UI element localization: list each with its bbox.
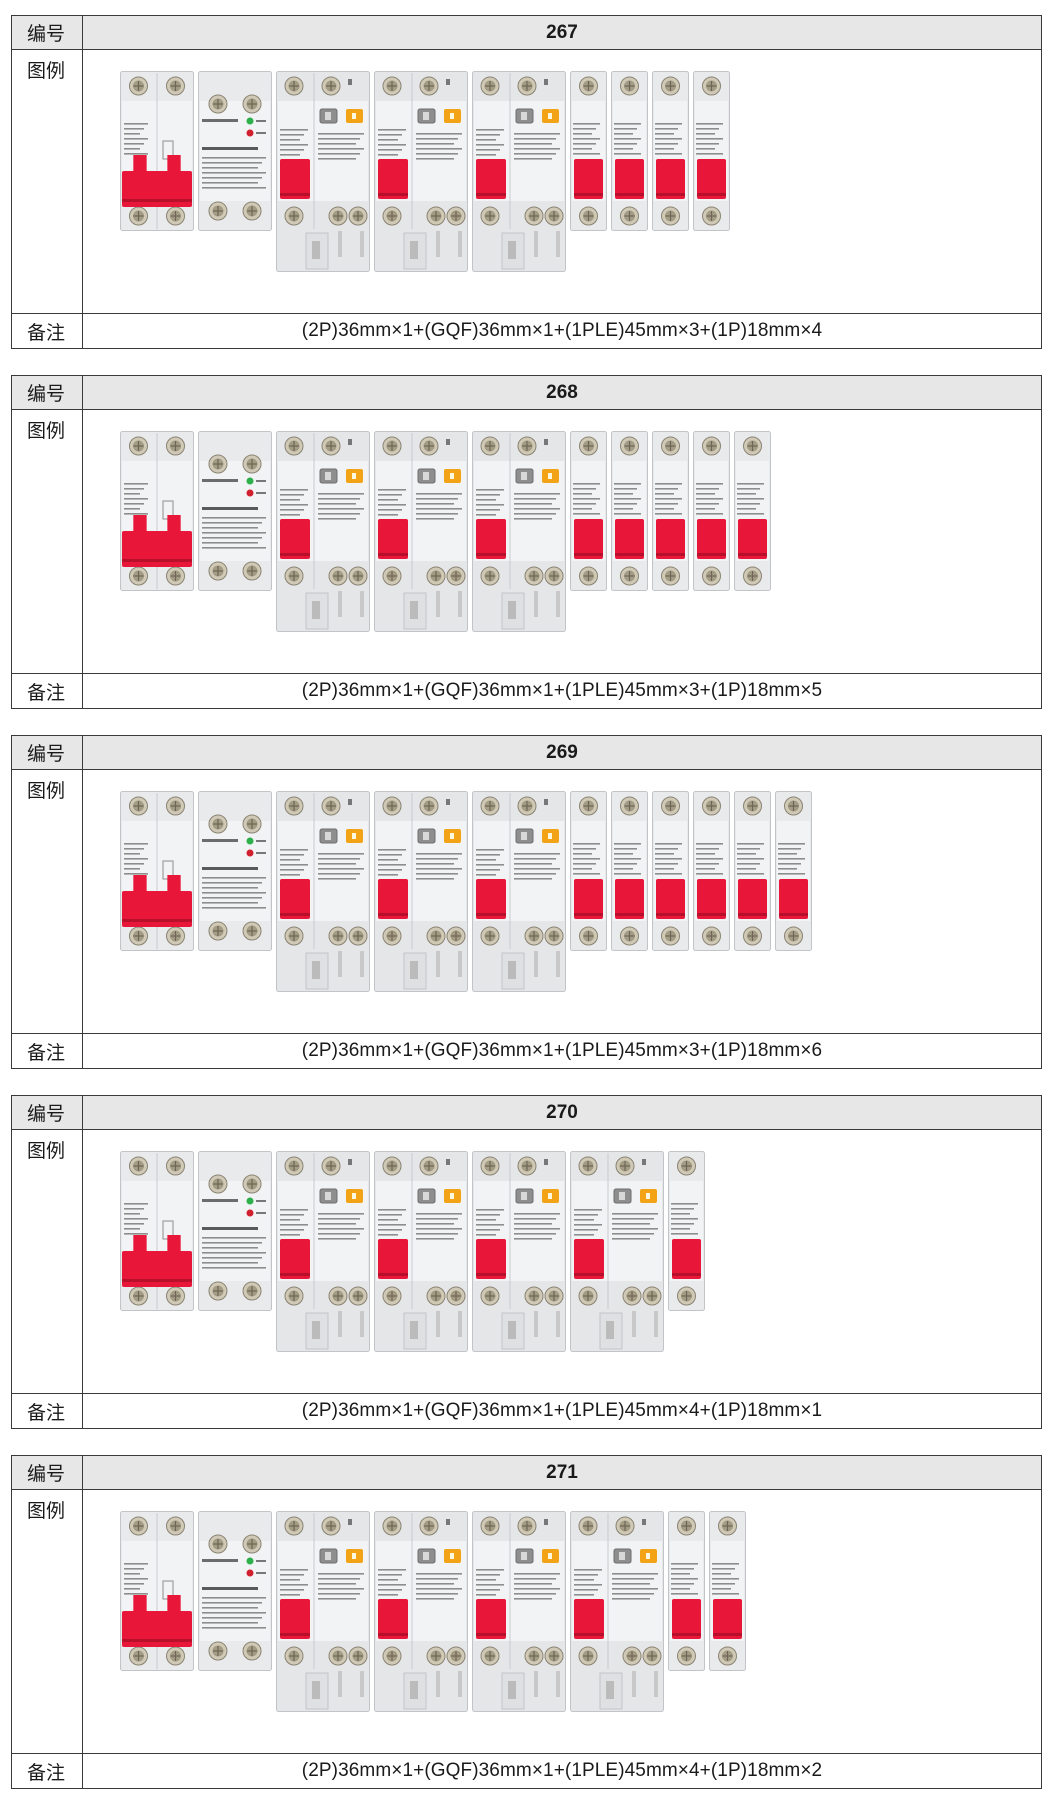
breaker-1p-module <box>668 1511 705 1671</box>
remark-text: (2P)36mm×1+(GQF)36mm×1+(1PLE)45mm×3+(1P)… <box>301 680 823 701</box>
breaker-1ple-module <box>472 1511 566 1713</box>
breaker-1p-module <box>693 71 730 231</box>
gqf-protector-module <box>198 431 272 591</box>
gqf-protector-module <box>198 791 272 951</box>
remark-text: (2P)36mm×1+(GQF)36mm×1+(1PLE)45mm×3+(1P)… <box>301 1040 823 1061</box>
number-label: 编号 <box>12 1096 83 1130</box>
breaker-1ple-module <box>472 791 566 993</box>
breaker-1ple-module <box>472 1151 566 1353</box>
breaker-1p-module <box>709 1511 746 1671</box>
number-label: 编号 <box>12 376 83 410</box>
spec-number: 268 <box>83 376 1041 410</box>
breaker-1p-module <box>693 431 730 591</box>
breaker-2p-module <box>120 71 194 231</box>
breaker-1ple-module <box>374 791 468 993</box>
breaker-1ple-module <box>276 1151 370 1353</box>
gqf-protector-module <box>198 71 272 231</box>
number-label: 编号 <box>12 736 83 770</box>
spec-table: 编号 271 图例 <box>11 1455 1042 1789</box>
figure-label: 图例 <box>12 1490 83 1754</box>
figure-cell <box>83 410 1041 674</box>
remark-label: 备注 <box>12 314 83 348</box>
spec-table: 编号 268 图例 <box>11 375 1042 709</box>
breaker-2p-module <box>120 431 194 591</box>
spec-table: 编号 270 图例 <box>11 1095 1042 1429</box>
breaker-1ple-module <box>374 431 468 633</box>
spec-number: 271 <box>83 1456 1041 1490</box>
breaker-1p-module <box>734 431 771 591</box>
breaker-2p-module <box>120 1511 194 1671</box>
gqf-protector-module <box>198 1511 272 1671</box>
spec-number: 269 <box>83 736 1041 770</box>
breaker-1ple-module <box>374 1151 468 1353</box>
breaker-1p-module <box>570 431 607 591</box>
breaker-1ple-module <box>276 1511 370 1713</box>
figure-cell <box>83 50 1041 314</box>
breaker-1p-module <box>611 431 648 591</box>
figure-cell <box>83 1490 1041 1754</box>
breaker-1ple-module <box>472 71 566 273</box>
breaker-1p-module <box>611 791 648 951</box>
breaker-1p-module <box>775 791 812 951</box>
figure-cell <box>83 770 1041 1034</box>
breaker-1ple-module <box>276 71 370 273</box>
breaker-1p-module <box>734 791 771 951</box>
figure-label: 图例 <box>12 50 83 314</box>
figure-label: 图例 <box>12 410 83 674</box>
breaker-1p-module <box>668 1151 705 1311</box>
figure-label: 图例 <box>12 770 83 1034</box>
breaker-2p-module <box>120 1151 194 1311</box>
spec-number: 270 <box>83 1096 1041 1130</box>
breaker-1p-module <box>693 791 730 951</box>
breaker-1ple-module <box>570 1151 664 1353</box>
breaker-2p-module <box>120 791 194 951</box>
spec-table: 编号 269 图例 <box>11 735 1042 1069</box>
breaker-1ple-module <box>374 1511 468 1713</box>
remark-label: 备注 <box>12 1394 83 1428</box>
remark-label: 备注 <box>12 1754 83 1788</box>
breaker-1p-module <box>652 431 689 591</box>
remark-text: (2P)36mm×1+(GQF)36mm×1+(1PLE)45mm×4+(1P)… <box>301 1400 823 1421</box>
breaker-1p-module <box>570 71 607 231</box>
number-label: 编号 <box>12 16 83 50</box>
breaker-1p-module <box>570 791 607 951</box>
breaker-1p-module <box>652 71 689 231</box>
breaker-1p-module <box>652 791 689 951</box>
remark-text: (2P)36mm×1+(GQF)36mm×1+(1PLE)45mm×3+(1P)… <box>301 320 823 341</box>
remark-text: (2P)36mm×1+(GQF)36mm×1+(1PLE)45mm×4+(1P)… <box>301 1760 823 1781</box>
figure-cell <box>83 1130 1041 1394</box>
breaker-1p-module <box>611 71 648 231</box>
gqf-protector-module <box>198 1151 272 1311</box>
breaker-1ple-module <box>472 431 566 633</box>
breaker-1ple-module <box>276 791 370 993</box>
number-label: 编号 <box>12 1456 83 1490</box>
spec-number: 267 <box>83 16 1041 50</box>
figure-label: 图例 <box>12 1130 83 1394</box>
remark-label: 备注 <box>12 674 83 708</box>
breaker-1ple-module <box>570 1511 664 1713</box>
remark-label: 备注 <box>12 1034 83 1068</box>
breaker-1ple-module <box>374 71 468 273</box>
breaker-1ple-module <box>276 431 370 633</box>
spec-table: 编号 267 图例 <box>11 15 1042 349</box>
